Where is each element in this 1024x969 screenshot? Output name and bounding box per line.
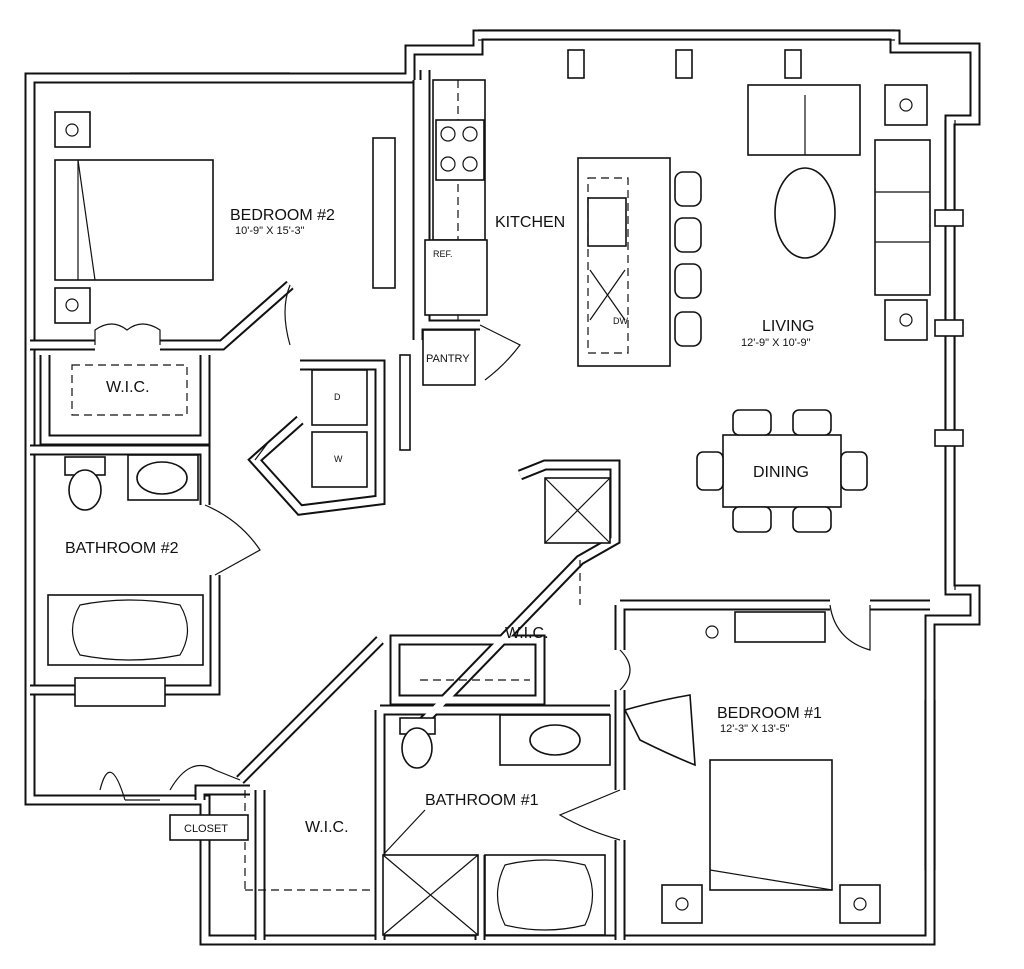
wic-bath1-label: W.I.C.: [305, 819, 349, 836]
living-dims: 12'-9" X 10'-9": [741, 337, 811, 349]
dishwasher-label: DW: [613, 316, 628, 326]
bathroom1-fixtures: [169, 714, 611, 936]
sofa: [874, 139, 931, 296]
living-label: LIVING: [762, 318, 814, 335]
kitchen-label: KITCHEN: [495, 214, 565, 231]
sink-icon: [587, 197, 627, 247]
refrigerator: [424, 239, 488, 316]
sink-icon: [529, 724, 581, 756]
sink-icon: [136, 461, 188, 495]
armchair: [623, 694, 696, 767]
door-swings: [94, 284, 871, 841]
bathtub: [484, 854, 606, 936]
nightstand-lamp-icon: [54, 111, 91, 148]
sofa: [747, 84, 861, 156]
bathtub: [47, 594, 204, 666]
closet-label: CLOSET: [184, 823, 228, 835]
dining-chairs: [696, 409, 868, 533]
bedroom2-label: BEDROOM #2: [230, 207, 335, 224]
wic-bedroom2-label: W.I.C.: [106, 379, 150, 396]
kitchen-fixtures: REF. PANTRY DW: [422, 79, 702, 386]
bathroom2-label: BATHROOM #2: [65, 540, 179, 557]
kitchen-island: [577, 157, 671, 367]
coffee-table: [774, 167, 836, 259]
walls: [24, 29, 981, 946]
ref-label: REF.: [433, 249, 453, 259]
pantry-label: PANTRY: [426, 353, 470, 365]
interior-walls: [30, 70, 930, 940]
windows: [130, 29, 964, 870]
bathroom2-fixtures: [47, 454, 204, 707]
wic-center-label: W.I.C.: [505, 625, 549, 642]
closet: [169, 814, 249, 841]
room-labels: BEDROOM #2 10'-9" X 15'-3" KITCHEN LIVIN…: [65, 207, 822, 836]
toilet-icon: [68, 469, 102, 511]
living-furniture: [696, 84, 931, 533]
bed: [709, 759, 833, 891]
washer-label: W: [334, 454, 343, 464]
bedroom2-furniture: [54, 111, 396, 416]
bedroom2-dims: 10'-9" X 15'-3": [235, 225, 305, 237]
dining-label: DINING: [753, 464, 809, 481]
pantry: [422, 329, 476, 386]
nightstand-lamp-icon: [54, 287, 91, 324]
dresser: [372, 137, 396, 289]
dining-table: [722, 434, 842, 508]
bedroom1-label: BEDROOM #1: [717, 705, 822, 722]
bed: [54, 159, 214, 281]
laundry: D W: [311, 354, 411, 488]
dryer-label: D: [334, 392, 341, 402]
bedroom1-dims: 12'-3" X 13'-5": [720, 723, 790, 735]
bedroom1-furniture: [623, 611, 881, 924]
bathroom1-label: BATHROOM #1: [425, 792, 539, 809]
bar-stools: [674, 171, 702, 347]
toilet-icon: [401, 727, 433, 769]
wic-center-fixtures: [244, 477, 611, 891]
